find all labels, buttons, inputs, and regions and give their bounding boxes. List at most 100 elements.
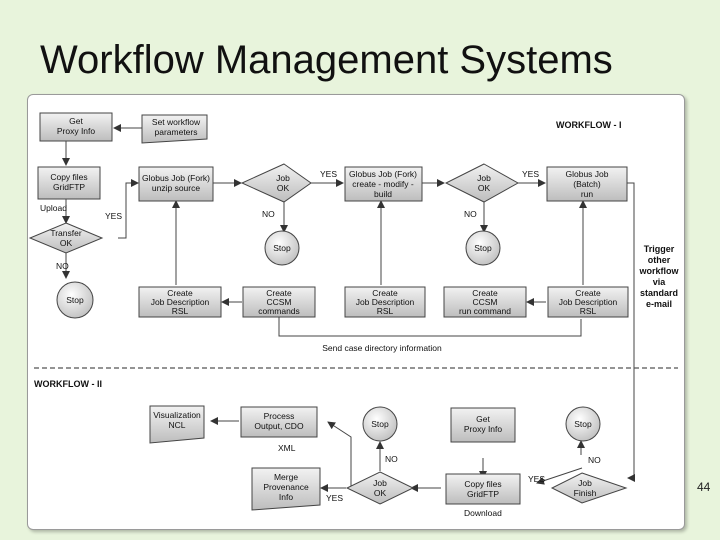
svg-text:Job Description: Job Description	[356, 297, 415, 307]
svg-text:OK: OK	[374, 488, 387, 498]
svg-text:Set workflow: Set workflow	[152, 117, 201, 127]
stop-circle-2: Stop	[264, 230, 300, 266]
create-rsl-box-1: Create Job Description RSL	[138, 286, 222, 318]
svg-text:Stop: Stop	[574, 419, 592, 429]
svg-text:parameters: parameters	[155, 127, 198, 137]
svg-text:run command: run command	[459, 306, 511, 316]
copy-files-box-2: Copy files GridFTP	[445, 473, 521, 505]
trigger-workflow-note: Trigger other workflow via standard e-ma…	[638, 244, 679, 309]
svg-text:via: via	[653, 277, 667, 287]
svg-text:CCSM: CCSM	[472, 297, 497, 307]
workflow-diagram: WORKFLOW - I Get Proxy Info Set workflow…	[28, 112, 679, 518]
svg-text:Proxy Info: Proxy Info	[57, 126, 96, 136]
svg-text:Trigger: Trigger	[644, 244, 675, 254]
svg-text:Transfer: Transfer	[50, 228, 82, 238]
svg-text:commands: commands	[258, 306, 300, 316]
transfer-yes-label: YES	[105, 211, 122, 221]
svg-text:RSL: RSL	[377, 306, 394, 316]
svg-text:GridFTP: GridFTP	[467, 489, 499, 499]
svg-text:OK: OK	[478, 183, 491, 193]
download-label: Download	[464, 508, 502, 518]
svg-text:Job Description: Job Description	[559, 297, 618, 307]
svg-text:Create: Create	[575, 288, 601, 298]
svg-text:Finish: Finish	[574, 488, 597, 498]
page-number: 44	[697, 480, 711, 494]
svg-text:RSL: RSL	[580, 306, 597, 316]
stop-circle-1: Stop	[56, 281, 94, 319]
visualization-box: Visualization NCL	[149, 405, 205, 444]
transfer-ok-decision: Transfer OK	[28, 222, 104, 254]
svg-text:build: build	[374, 189, 392, 199]
svg-text:OK: OK	[60, 238, 73, 248]
workflow2-heading: WORKFLOW - II	[34, 379, 102, 389]
job-ok-decision-3: Job OK	[345, 471, 415, 505]
create-rsl-box-2: Create Job Description RSL	[344, 286, 426, 318]
create-ccsm-run-box: Create CCSM run command	[443, 286, 527, 318]
svg-text:Output, CDO: Output, CDO	[254, 421, 304, 431]
diagram-frame: WORKFLOW - I Get Proxy Info Set workflow…	[27, 94, 685, 530]
job-ok-yes-label-3: YES	[326, 493, 343, 503]
svg-text:Provenance: Provenance	[263, 482, 309, 492]
svg-text:Job: Job	[578, 478, 592, 488]
job-finish-decision: Job Finish	[550, 472, 628, 504]
svg-text:Create: Create	[266, 288, 292, 298]
job-ok-decision-2: Job OK	[444, 163, 520, 203]
svg-text:Process: Process	[264, 411, 295, 421]
job-ok-decision-1: Job OK	[240, 163, 312, 203]
upload-label: Upload	[40, 203, 67, 213]
svg-text:OK: OK	[277, 183, 290, 193]
job-finish-no-label: NO	[588, 455, 601, 465]
transfer-no-label: NO	[56, 261, 69, 271]
svg-text:run: run	[581, 189, 594, 199]
job-ok-yes-label-1: YES	[320, 169, 337, 179]
job-ok-no-label-1: NO	[262, 209, 275, 219]
process-output-box: Process Output, CDO	[240, 406, 318, 438]
job-ok-no-label-3: NO	[385, 454, 398, 464]
create-ccsm-commands-box: Create CCSM commands	[242, 286, 316, 318]
svg-text:Get: Get	[476, 414, 490, 424]
globus-batch-box: Globus Job (Batch) run	[546, 166, 628, 202]
svg-text:Create: Create	[372, 288, 398, 298]
svg-text:create - modify -: create - modify -	[352, 179, 414, 189]
svg-text:Visualization: Visualization	[153, 410, 201, 420]
svg-text:Create: Create	[472, 288, 498, 298]
copy-files-box: Copy files GridFTP	[37, 166, 101, 200]
svg-text:CCSM: CCSM	[266, 297, 291, 307]
svg-text:workflow: workflow	[638, 266, 679, 276]
send-case-label: Send case directory information	[322, 343, 442, 353]
workflow1-heading: WORKFLOW - I	[556, 120, 621, 130]
stop-circle-5: Stop	[565, 406, 601, 442]
xml-label: XML	[278, 443, 296, 453]
svg-text:Copy files: Copy files	[464, 479, 501, 489]
stop-circle-3: Stop	[465, 230, 501, 266]
svg-text:e-mail: e-mail	[646, 299, 672, 309]
svg-text:Create: Create	[167, 288, 193, 298]
svg-text:other: other	[648, 255, 671, 265]
svg-text:Stop: Stop	[66, 295, 84, 305]
workflow2-connectors	[210, 417, 585, 492]
svg-text:Get: Get	[69, 116, 83, 126]
svg-text:Proxy Info: Proxy Info	[464, 424, 503, 434]
svg-text:Job Description: Job Description	[151, 297, 210, 307]
svg-text:unzip source: unzip source	[152, 183, 200, 193]
svg-text:Job: Job	[276, 173, 290, 183]
svg-text:Stop: Stop	[273, 243, 291, 253]
svg-text:(Batch): (Batch)	[573, 179, 601, 189]
svg-text:Job: Job	[477, 173, 491, 183]
get-proxy-box-2: Get Proxy Info	[450, 407, 516, 443]
svg-text:Stop: Stop	[371, 419, 389, 429]
get-proxy-box: Get Proxy Info	[39, 112, 113, 142]
globus-fork-build-box: Globus Job (Fork) create - modify - buil…	[344, 166, 423, 202]
svg-text:Job: Job	[373, 478, 387, 488]
workflow1-connectors	[62, 124, 635, 482]
job-ok-no-label-2: NO	[464, 209, 477, 219]
slide-title: Workflow Management Systems	[40, 38, 613, 82]
svg-text:Info: Info	[279, 492, 293, 502]
job-ok-yes-label-2: YES	[522, 169, 539, 179]
svg-text:Globus Job (Fork): Globus Job (Fork)	[349, 169, 417, 179]
set-parameters-box: Set workflow parameters	[141, 114, 208, 144]
job-finish-yes-label: YES	[528, 474, 545, 484]
svg-text:Globus Job (Fork): Globus Job (Fork)	[142, 173, 210, 183]
globus-fork-unzip-box: Globus Job (Fork) unzip source	[138, 166, 214, 202]
stop-circle-4: Stop	[362, 406, 398, 442]
